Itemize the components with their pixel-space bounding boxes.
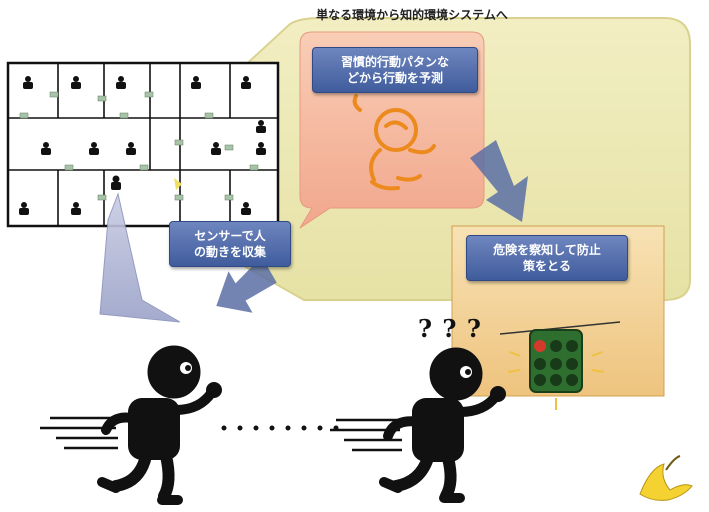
floor-plan <box>6 61 280 228</box>
running-person-icon <box>40 345 222 505</box>
sensor-collect-label: センサーで人 の動きを収集 <box>193 229 266 259</box>
banana-peel-icon <box>639 455 693 501</box>
path-dots <box>221 425 339 431</box>
question-marks: ? ? ? <box>418 314 482 343</box>
prevent-danger-label: 危険を察知して防止 策をとる <box>493 243 601 273</box>
sensor-collect-box: センサーで人 の動きを収集 <box>169 221 291 267</box>
predict-behavior-label: 習慣的行動パタンな どから行動を予測 <box>340 55 449 85</box>
diagram-title: 単なる環境から知的環境システムへ <box>316 8 508 22</box>
predict-behavior-box: 習慣的行動パタンな どから行動を予測 <box>312 47 478 93</box>
running-person-confused-icon <box>330 347 506 503</box>
traffic-light-icon <box>499 321 621 410</box>
feedback-arrow <box>216 256 277 313</box>
prevent-danger-box: 危険を察知して防止 策をとる <box>466 235 628 281</box>
predict-arrow <box>470 140 528 222</box>
stumbling-figure-icon <box>352 94 436 191</box>
sensor-beam <box>99 192 181 323</box>
